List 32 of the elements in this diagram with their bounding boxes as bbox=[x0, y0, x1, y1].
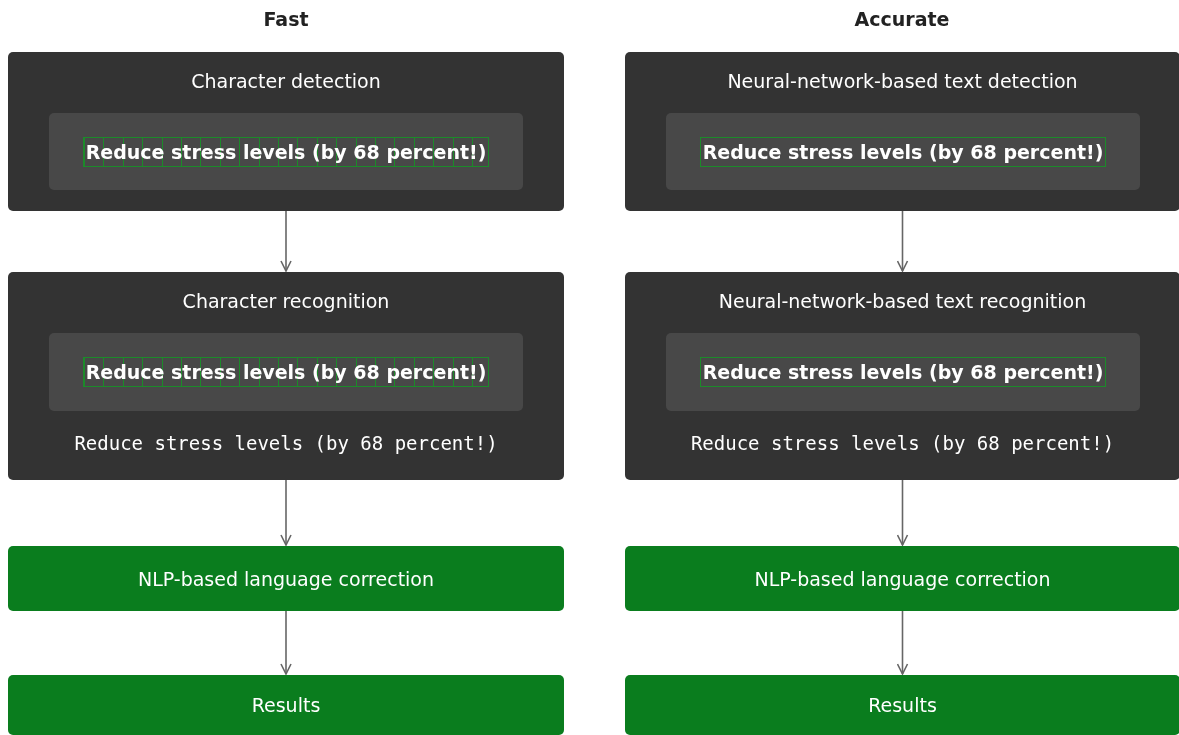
column-heading: Accurate bbox=[853, 8, 951, 30]
panel-heading: Neural-network-based text detection bbox=[726, 70, 1079, 92]
box-label: Results bbox=[868, 694, 937, 716]
process-box bbox=[8, 675, 564, 735]
process-box bbox=[625, 546, 1179, 611]
panel-heading: Character detection bbox=[190, 70, 382, 92]
recognition-panel bbox=[8, 272, 564, 480]
recognized-text: Reduce stress levels (by 68 percent!) bbox=[73, 432, 499, 454]
box-label: Results bbox=[251, 694, 321, 716]
recognized-text: Reduce stress levels (by 68 percent!) bbox=[689, 432, 1116, 454]
detection-panel bbox=[8, 52, 564, 211]
arrow bbox=[280, 610, 292, 675]
arrow bbox=[280, 210, 292, 272]
panel-heading: Neural-network-based text recognition bbox=[717, 290, 1088, 312]
box-label: NLP-based language correction bbox=[137, 567, 435, 590]
text-strip bbox=[666, 113, 1140, 190]
process-box bbox=[8, 546, 564, 611]
arrow bbox=[896, 610, 909, 675]
text-strip bbox=[666, 333, 1140, 411]
arrow bbox=[896, 479, 909, 546]
box-label: NLP-based language correction bbox=[754, 567, 1051, 590]
panel-heading: Character recognition bbox=[181, 290, 391, 312]
arrow bbox=[280, 479, 292, 546]
detection-panel bbox=[625, 52, 1179, 211]
sample-text: Reduce stress levels (by 68 percent!) bbox=[700, 137, 1106, 166]
sample-text: Reduce stress levels (by 68 percent!) bbox=[700, 358, 1106, 386]
process-box bbox=[625, 675, 1179, 735]
arrow bbox=[896, 210, 909, 272]
text-strip bbox=[49, 113, 523, 190]
column-heading: Fast bbox=[262, 8, 310, 30]
recognition-panel bbox=[625, 272, 1179, 480]
text-strip bbox=[49, 333, 523, 411]
